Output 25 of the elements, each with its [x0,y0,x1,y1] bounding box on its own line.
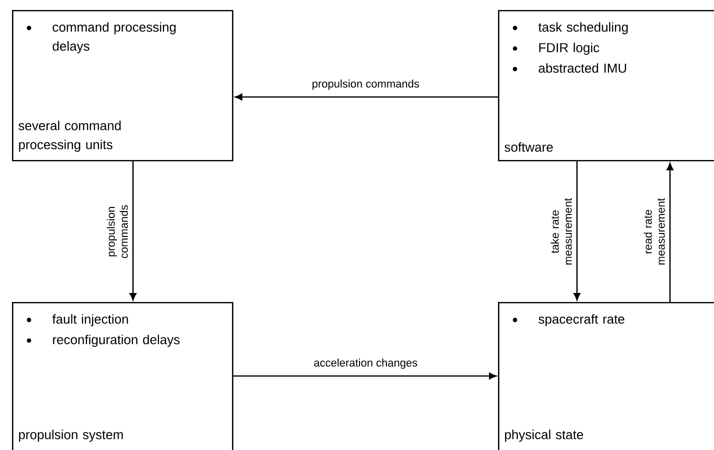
component-box [498,302,714,450]
box-title: physical state [505,430,584,442]
bullet-item: abstracted IMU [538,63,626,73]
bullet-item: reconfiguration delays [53,334,180,347]
edge-label: take rate measurement [550,198,572,265]
component-box [498,10,714,162]
edge-label: acceleration changes [314,358,418,369]
arrow [130,161,136,300]
arrow [666,162,674,302]
edge-label: propulsion commands [312,80,420,90]
edge-label: propulsion commands [106,205,128,258]
component-box [12,302,234,450]
edge-label: read rate measurement [644,198,665,265]
bullet-item: command processing delays [52,22,176,54]
bullet-item: spacecraft rate [538,314,624,326]
box-title: several command processing units [18,120,121,152]
bullet-item: fault injection [52,314,128,326]
bullet-item: task scheduling [538,22,628,34]
bullet-item: FDIR logic [539,42,600,55]
component-box [12,10,234,162]
arrow [574,161,580,300]
arrow [234,94,498,100]
box-title: software [504,142,553,152]
box-title: propulsion system [19,430,123,442]
arrow [233,372,496,380]
